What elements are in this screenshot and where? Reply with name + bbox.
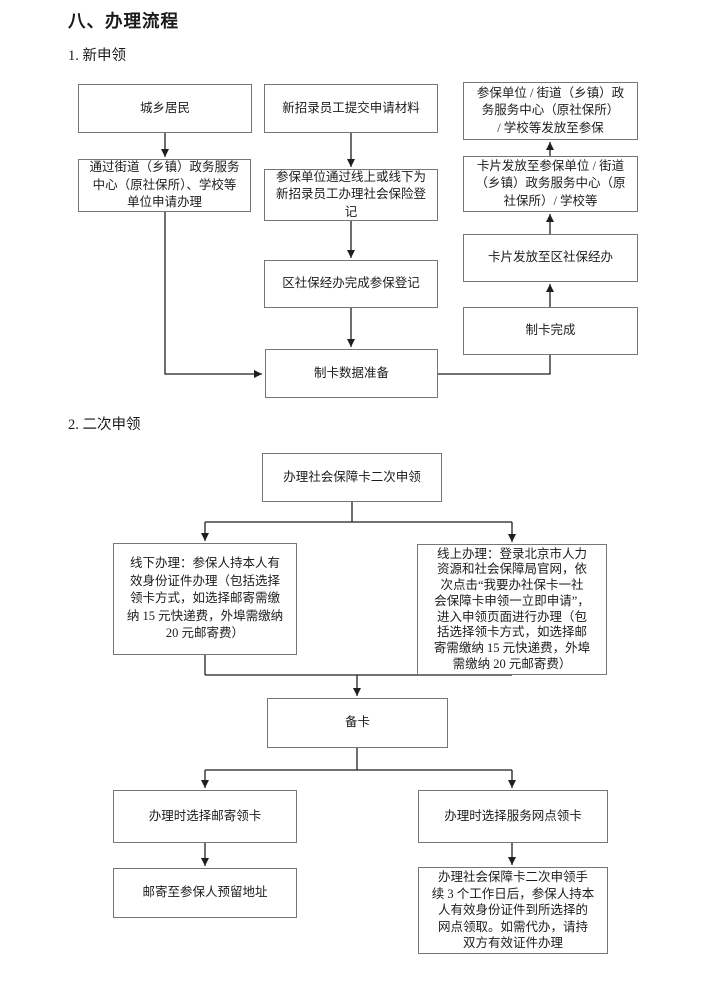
flow1-node-employer-register: 参保单位通过线上或线下为 新招录员工办理社会保险登 记 <box>264 169 438 221</box>
page-title: 八、办理流程 <box>68 11 179 31</box>
flow1-node-citizens: 城乡居民 <box>78 84 252 133</box>
flow2-node-second-apply: 办理社会保障卡二次申领 <box>262 453 442 502</box>
flow1-node-district-register: 区社保经办完成参保登记 <box>264 260 438 308</box>
section-1-label: 1. 新申领 <box>68 48 126 64</box>
flow2-node-site-option: 办理时选择服务网点领卡 <box>418 790 608 843</box>
section-2-label: 2. 二次申领 <box>68 417 141 433</box>
flow2-node-mail-delivery: 邮寄至参保人预留地址 <box>113 868 297 918</box>
flow2-node-prepare-card: 备卡 <box>267 698 448 748</box>
flow1-node-card-done: 制卡完成 <box>463 307 638 355</box>
flow1-node-issue-to-insured: 参保单位 / 街道（乡镇）政 务服务中心（原社保所） / 学校等发放至参保 <box>463 82 638 140</box>
flow1-node-card-data-prep: 制卡数据准备 <box>265 349 438 398</box>
flow1-node-new-staff-submit: 新招录员工提交申请材料 <box>264 84 438 133</box>
flow2-node-site-pickup: 办理社会保障卡二次申领手 续 3 个工作日后，参保人持本 人有效身份证件到所选择… <box>418 867 608 954</box>
flow1-node-card-to-unit: 卡片发放至参保单位 / 街道 （乡镇）政务服务中心（原 社保所）/ 学校等 <box>463 156 638 212</box>
flow1-node-card-to-district: 卡片发放至区社保经办 <box>463 234 638 282</box>
flow2-node-online-apply: 线上办理：登录北京市人力 资源和社会保障局官网，依 次点击“我要办社保卡一社 会… <box>417 544 607 675</box>
flow1-node-apply-via-center: 通过街道（乡镇）政务服务 中心（原社保所）、学校等 单位申请办理 <box>78 159 251 212</box>
flow2-node-offline-apply: 线下办理：参保人持本人有 效身份证件办理（包括选择 领卡方式，如选择邮寄需缴 纳… <box>113 543 297 655</box>
flow2-node-mail-option: 办理时选择邮寄领卡 <box>113 790 297 843</box>
